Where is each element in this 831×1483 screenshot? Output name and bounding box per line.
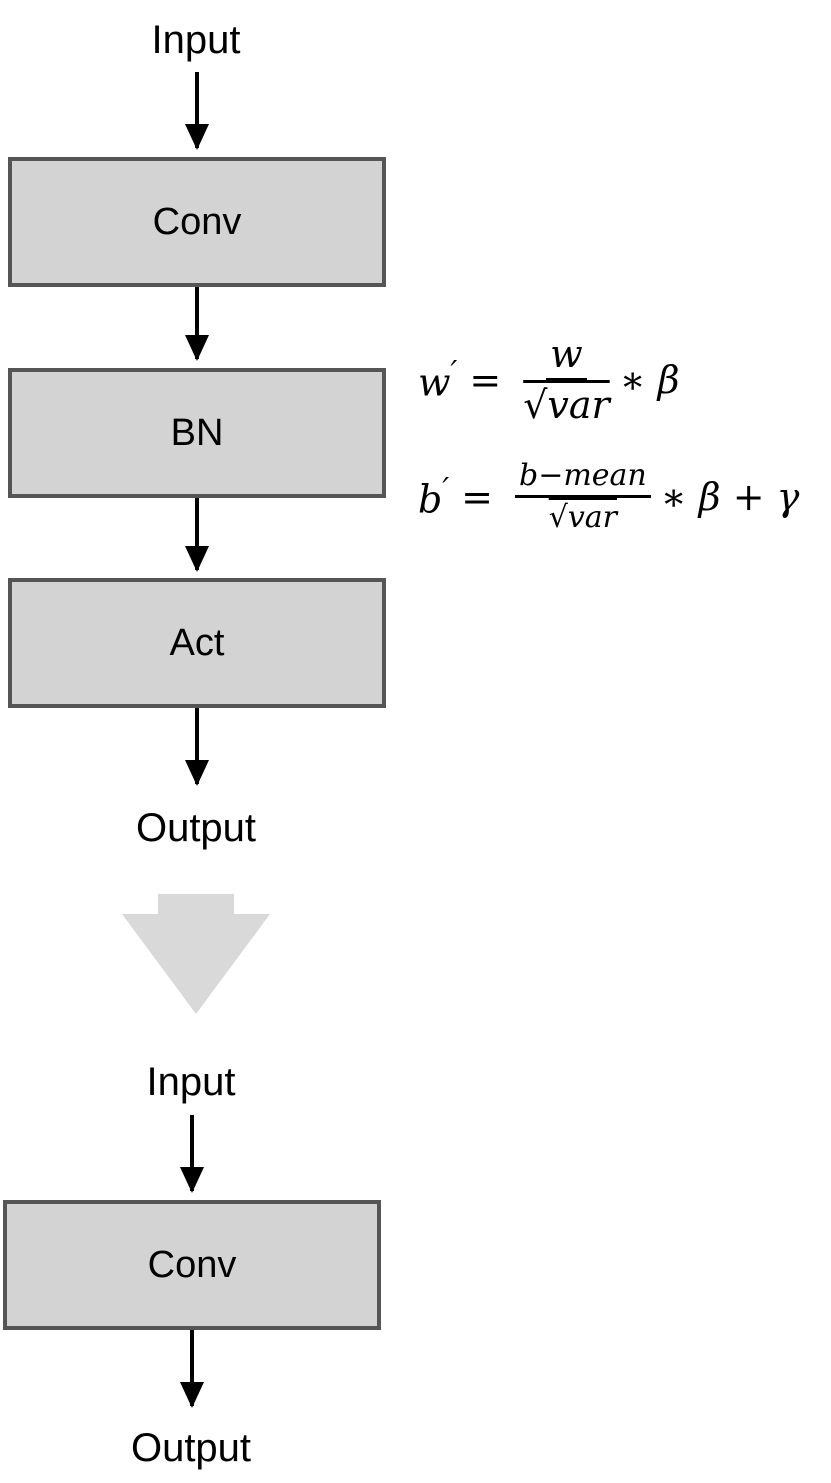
w-numerator: w: [546, 332, 587, 381]
b-denominator: √var: [548, 500, 617, 535]
arrow-input-to-conv: [185, 72, 209, 150]
fold-transform-arrow-icon: [122, 894, 270, 1014]
conv-block: Conv: [8, 157, 386, 287]
act-label: Act: [169, 621, 225, 664]
bottom-output-label: Output: [130, 1426, 252, 1470]
b-numerator: b−mean: [514, 458, 651, 498]
arrow-act-to-output: [185, 708, 209, 786]
arrow-conv-to-bn: [185, 287, 209, 361]
act-block: Act: [8, 578, 386, 708]
fused-conv-label: Conv: [147, 1243, 237, 1286]
top-input-label: Input: [151, 18, 241, 62]
arrow-bn-to-act: [185, 498, 209, 572]
w-fraction: w √var: [523, 332, 610, 427]
w-prime-lhs: w′: [418, 354, 458, 405]
w-rhs: ∗ β: [619, 357, 680, 402]
b-rhs: ∗ β + γ: [660, 474, 800, 519]
fused-conv-block: Conv: [3, 1200, 381, 1330]
weight-fold-formula: w′ = w √var ∗ β: [418, 332, 680, 427]
arrow-bottom-input-to-conv: [180, 1115, 204, 1193]
bias-fold-formula: b′ = b−mean √var ∗ β + γ: [418, 458, 799, 535]
arrow-bottom-conv-to-output: [180, 1330, 204, 1408]
b-prime-lhs: b′: [418, 471, 450, 522]
b-fraction: b−mean √var: [514, 458, 651, 535]
bn-block: BN: [8, 368, 386, 498]
w-equals: =: [469, 357, 502, 402]
bottom-input-label: Input: [146, 1060, 236, 1104]
b-equals: =: [461, 474, 493, 519]
top-output-label: Output: [135, 806, 257, 850]
conv-label: Conv: [152, 200, 242, 243]
w-denominator: √var: [523, 383, 610, 427]
bn-label: BN: [170, 411, 224, 454]
